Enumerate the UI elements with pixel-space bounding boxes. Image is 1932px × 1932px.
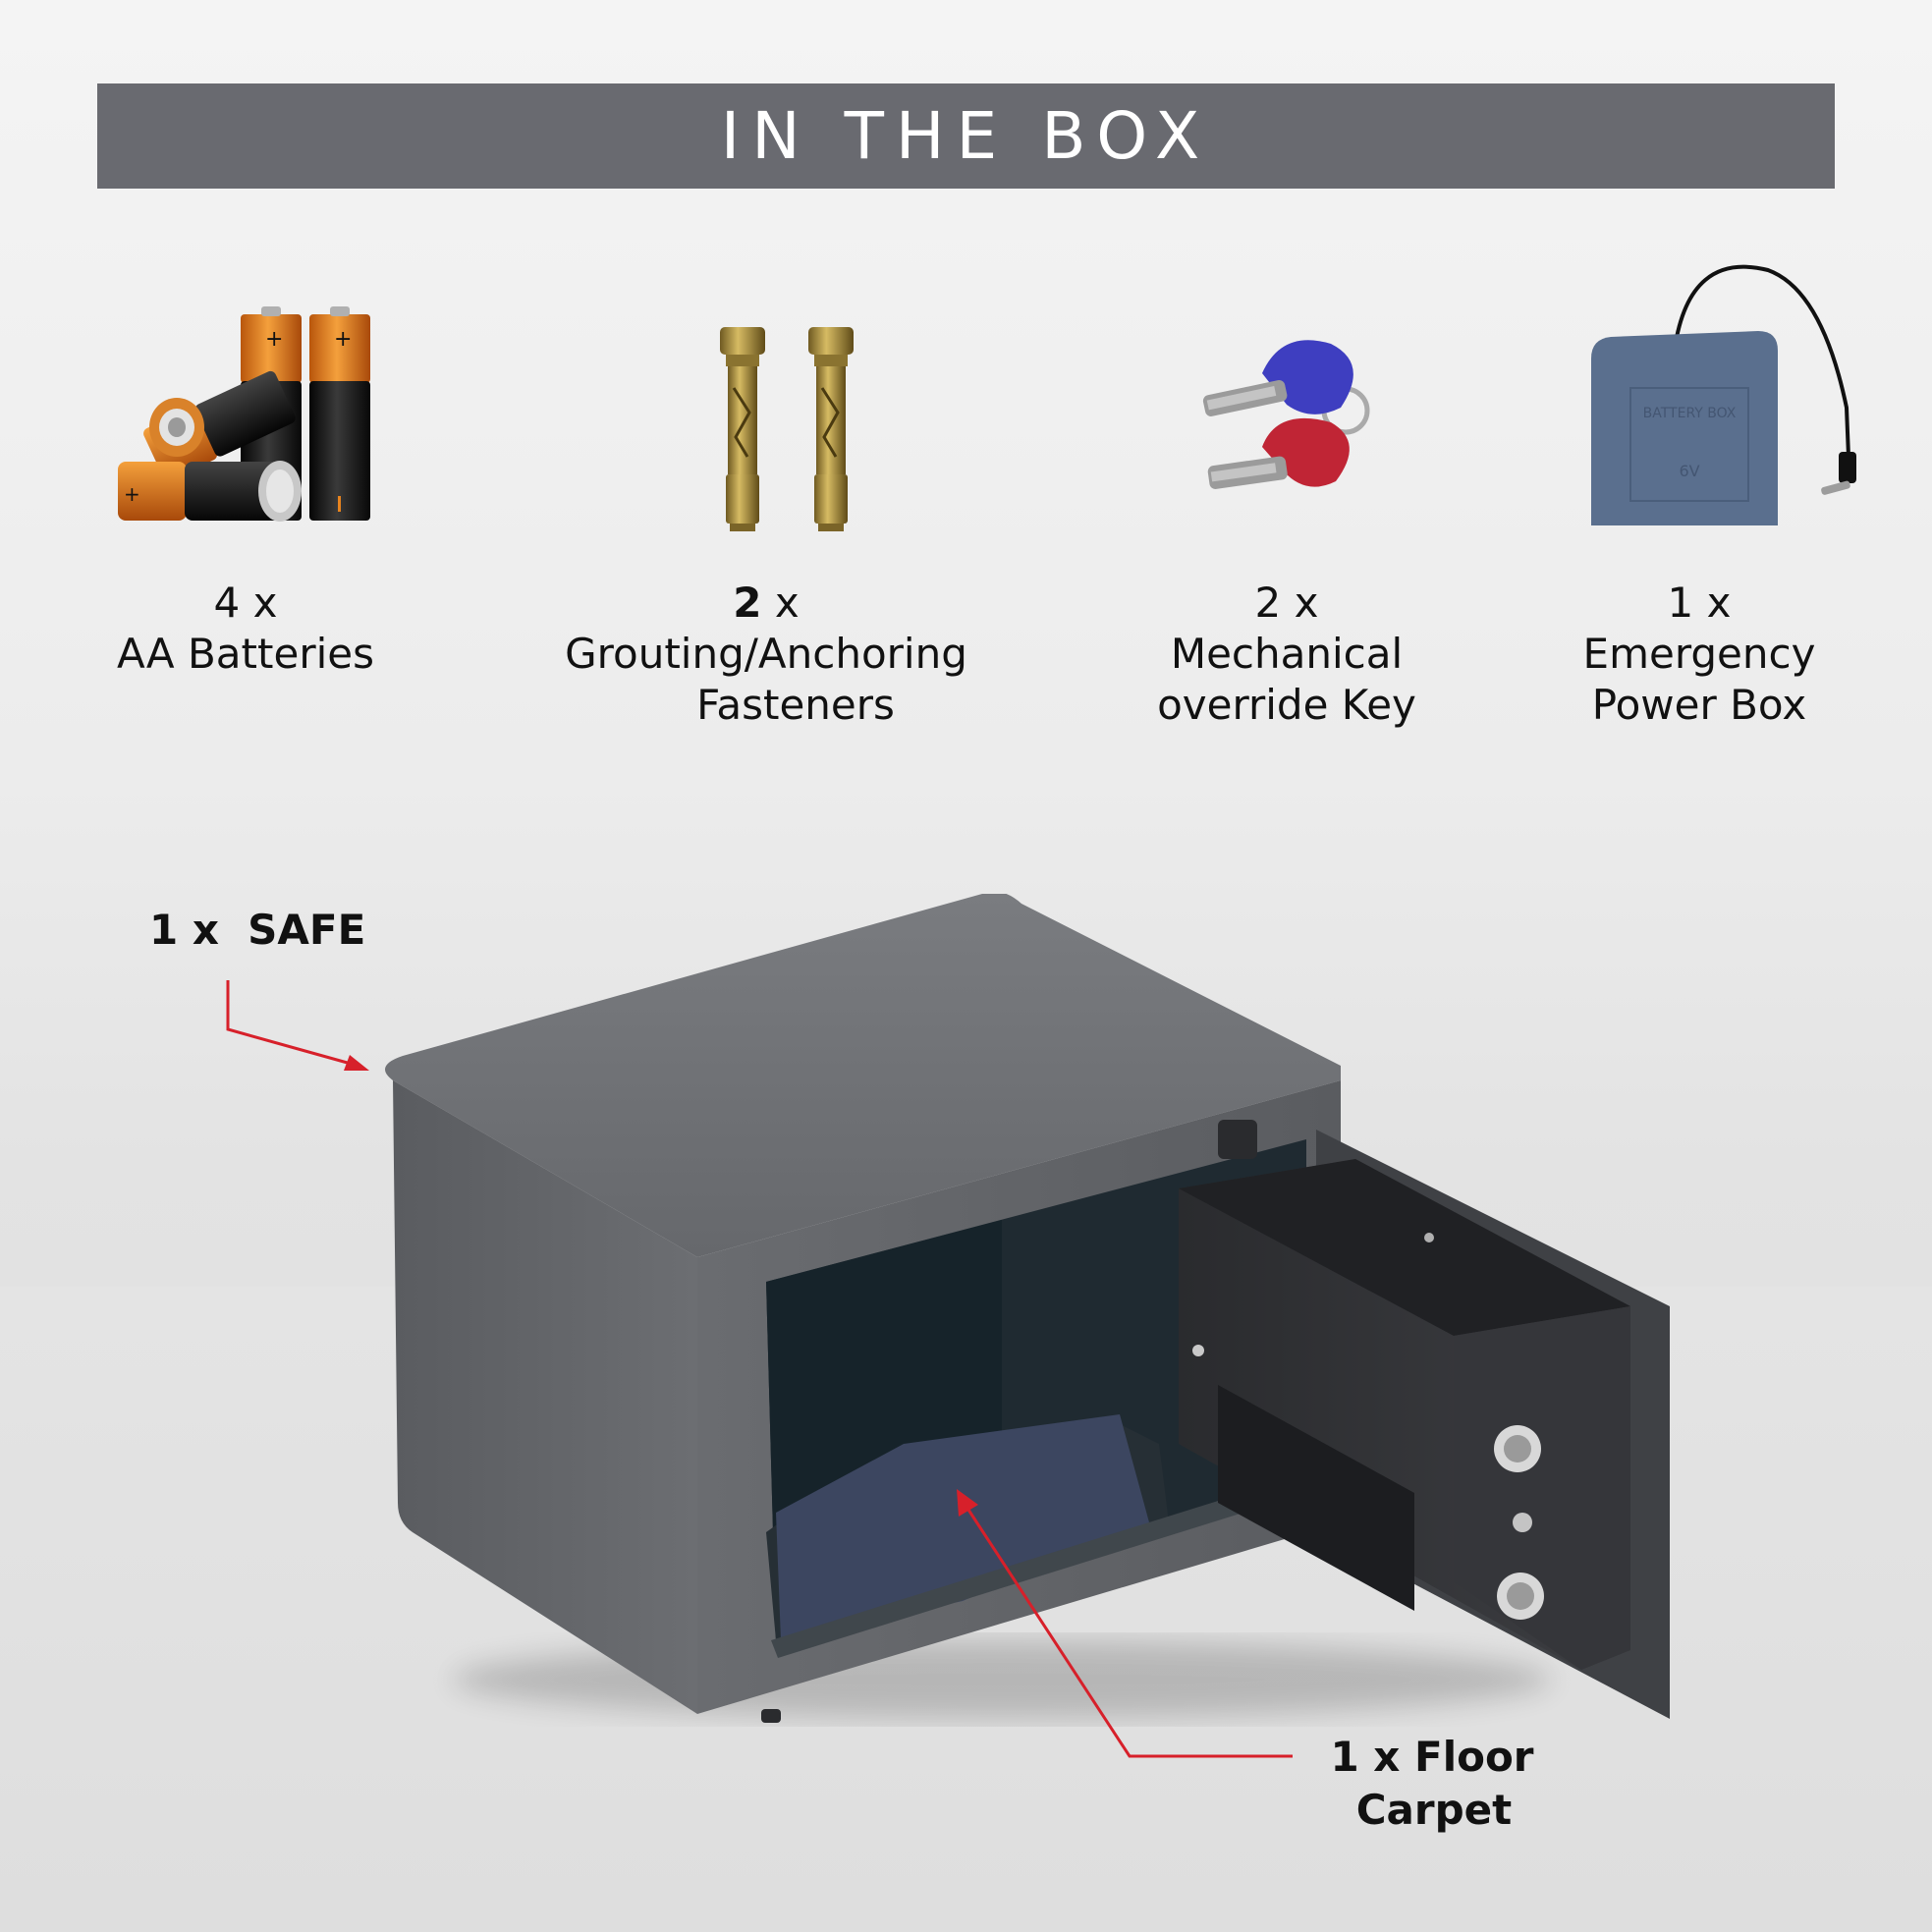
carpet-callout-line2: Carpet bbox=[1355, 1786, 1513, 1834]
item-fasteners-name-line2: Fasteners bbox=[696, 681, 895, 729]
power-box-label-top: BATTERY BOX bbox=[1643, 406, 1737, 421]
item-power-box-label: 1 x Emergency Power Box bbox=[1513, 578, 1886, 731]
item-keys-name-line2: override Key bbox=[1157, 681, 1416, 729]
safe-callout-label: 1 x SAFE bbox=[149, 906, 366, 954]
emergency-power-box-image: BATTERY BOX 6V bbox=[1581, 260, 1876, 545]
carpet-callout-line1: 1 x Floor bbox=[1330, 1733, 1534, 1781]
header-banner: IN THE BOX bbox=[97, 83, 1835, 189]
safe-image bbox=[373, 894, 1689, 1739]
anchor-fasteners-image bbox=[712, 319, 869, 535]
override-keys-image bbox=[1193, 324, 1390, 521]
aa-batteries-image: + + + bbox=[108, 295, 383, 540]
item-fasteners-qty-number: 2 bbox=[733, 579, 762, 627]
carpet-callout-arrow bbox=[957, 1489, 1293, 1758]
item-keys-qty: 2 x bbox=[1254, 579, 1319, 627]
carpet-callout-label: 1 x Floor Carpet bbox=[1304, 1731, 1560, 1837]
item-batteries-label: 4 x AA Batteries bbox=[69, 578, 422, 680]
svg-text:+: + bbox=[265, 327, 283, 352]
power-box-label-bottom: 6V bbox=[1679, 462, 1699, 480]
item-fasteners-qty-suffix: x bbox=[761, 579, 800, 627]
item-power-box-name-line1: Emergency bbox=[1582, 630, 1816, 678]
item-fasteners-qty: 2 x bbox=[511, 578, 1021, 629]
page-title: IN THE BOX bbox=[720, 98, 1212, 174]
item-fasteners-name-line1: Grouting/Anchoring bbox=[565, 630, 967, 678]
item-power-box-qty: 1 x bbox=[1667, 579, 1732, 627]
item-keys-label: 2 x Mechanical override Key bbox=[1105, 578, 1468, 731]
item-power-box-name-line2: Power Box bbox=[1591, 681, 1807, 729]
item-batteries-name: AA Batteries bbox=[117, 630, 374, 678]
svg-text:+: + bbox=[124, 482, 140, 506]
safe-callout-arrow bbox=[226, 980, 369, 1071]
item-batteries-qty: 4 x bbox=[213, 579, 278, 627]
svg-text:+: + bbox=[334, 327, 352, 352]
item-keys-name-line1: Mechanical bbox=[1170, 630, 1404, 678]
item-fasteners-label: 2 x Grouting/Anchoring Fasteners bbox=[511, 578, 1021, 731]
